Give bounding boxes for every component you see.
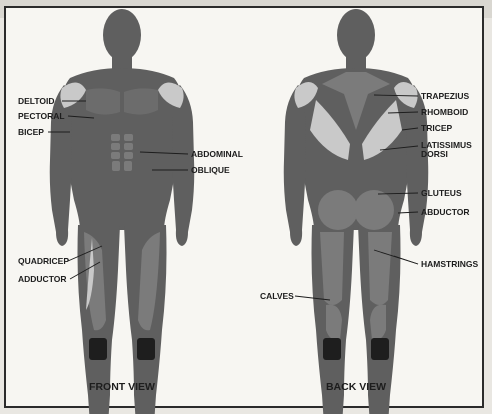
front-view-caption: FRONT VIEW	[89, 381, 155, 393]
label-oblique: OBLIQUE	[191, 165, 230, 175]
label-rhomboid: RHOMBOID	[421, 107, 468, 117]
label-deltoid: DELTOID	[18, 96, 55, 106]
front-left-shoe	[89, 338, 107, 360]
label-abdominal: ABDOMINAL	[191, 149, 243, 159]
back-figure	[284, 9, 429, 414]
back-right-shoe	[371, 338, 389, 360]
label-adductor: ADDUCTOR	[18, 274, 66, 284]
label-tricep: TRICEP	[421, 123, 453, 133]
front-figure	[50, 9, 195, 414]
label-quadricep: QUADRICEP	[18, 256, 69, 266]
label-hamstrings: HAMSTRINGS	[421, 259, 478, 269]
label-bicep: BICEP	[18, 127, 44, 137]
back-view-caption: BACK VIEW	[326, 381, 386, 393]
back-left-shoe	[323, 338, 341, 360]
label-pectoral: PECTORAL	[18, 111, 65, 121]
label-trapezius: TRAPEZIUS	[421, 91, 470, 101]
front-right-shoe	[137, 338, 155, 360]
label-latissimus-dorsi: DORSI	[421, 149, 448, 159]
label-calves: CALVES	[260, 291, 294, 301]
label-abductor: ABDUCTOR	[421, 207, 469, 217]
label-gluteus: GLUTEUS	[421, 188, 462, 198]
